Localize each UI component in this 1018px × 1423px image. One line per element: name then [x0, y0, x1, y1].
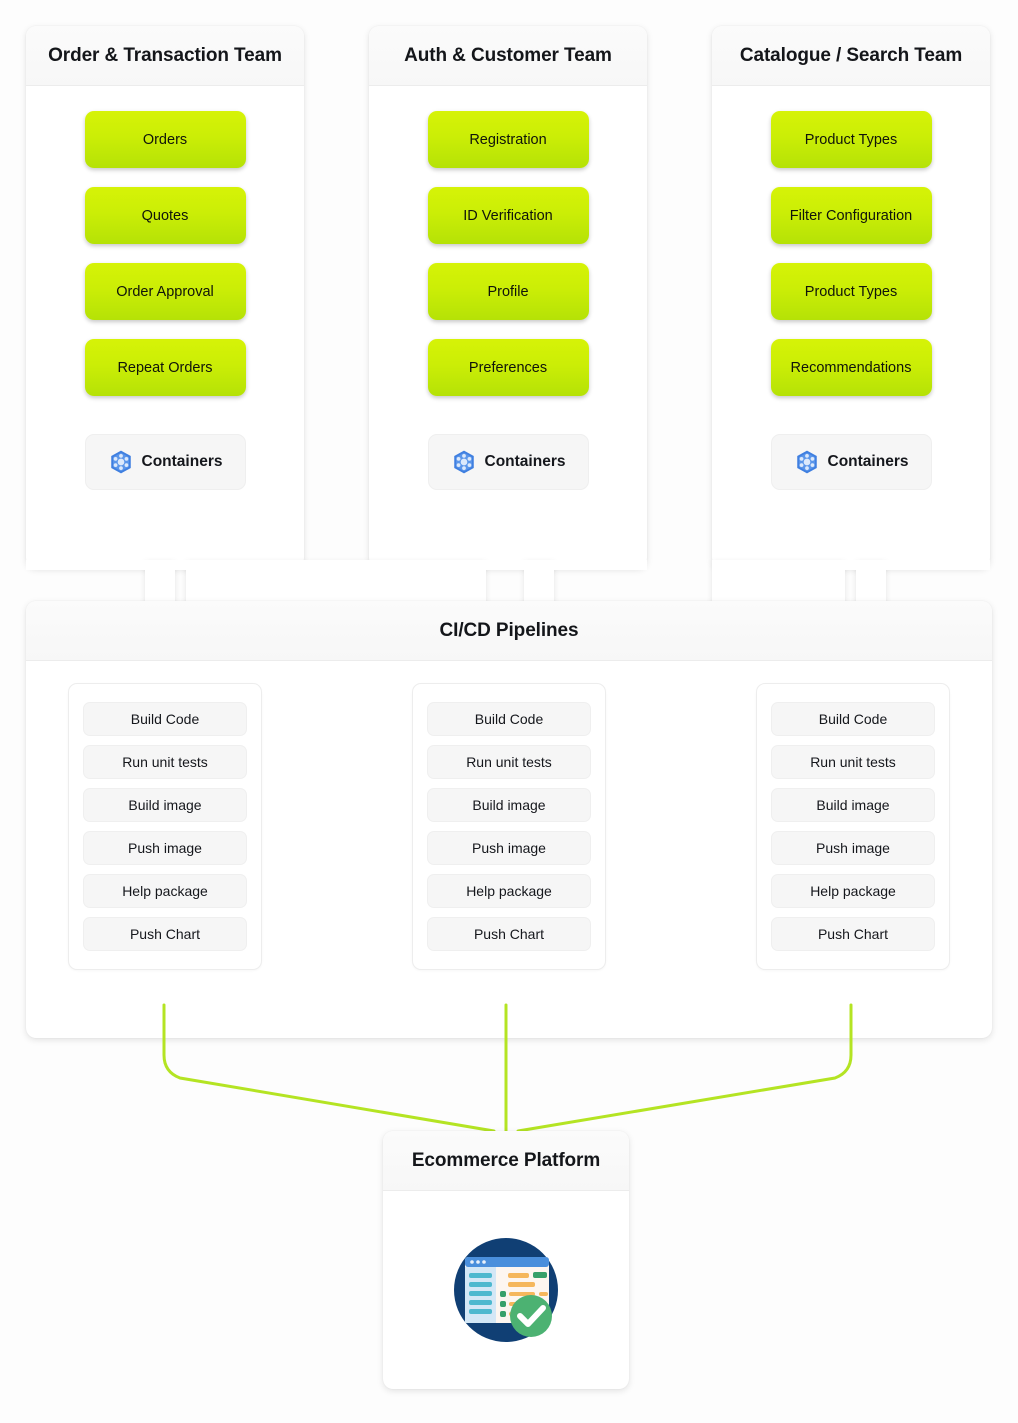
pipeline-step-build-image[interactable]: Build image — [771, 788, 935, 822]
platform-title: Ecommerce Platform — [411, 1149, 601, 1171]
pipeline-step-push-chart[interactable]: Push Chart — [427, 917, 591, 951]
platform-card-body — [383, 1191, 629, 1389]
kubernetes-icon — [794, 449, 820, 475]
team-card-header: Order & Transaction Team — [26, 26, 304, 86]
team-card-order-transaction[interactable]: Order & Transaction Team Orders Quotes O… — [26, 26, 304, 568]
pipeline-step-push-image[interactable]: Push image — [83, 831, 247, 865]
containers-chip[interactable]: Containers — [427, 434, 589, 490]
kubernetes-icon — [108, 449, 134, 475]
service-chip-profile[interactable]: Profile — [427, 263, 589, 320]
service-chip-recommendations[interactable]: Recommendations — [770, 339, 932, 396]
tab-cover-0 — [26, 560, 304, 570]
service-chip-filter-configuration[interactable]: Filter Configuration — [770, 187, 932, 244]
pipeline-step-build-code[interactable]: Build Code — [427, 702, 591, 736]
cicd-card-header: CI/CD Pipelines — [26, 601, 992, 661]
service-chip-registration[interactable]: Registration — [427, 111, 589, 168]
service-chip-product-types-2[interactable]: Product Types — [770, 263, 932, 320]
pipeline-step-run-unit-tests[interactable]: Run unit tests — [427, 745, 591, 779]
team-title: Catalogue / Search Team — [739, 44, 963, 66]
team-card-body: Orders Quotes Order Approval Repeat Orde… — [26, 86, 304, 490]
pipeline-step-help-package[interactable]: Help package — [83, 874, 247, 908]
team-title: Order & Transaction Team — [48, 44, 282, 66]
platform-card-header: Ecommerce Platform — [383, 1131, 629, 1191]
service-list: Orders Quotes Order Approval Repeat Orde… — [26, 86, 304, 490]
cicd-card-body: Build Code Run unit tests Build image Pu… — [26, 661, 992, 970]
pipeline-step-build-code[interactable]: Build Code — [771, 702, 935, 736]
pipeline-step-build-code[interactable]: Build Code — [83, 702, 247, 736]
service-chip-orders[interactable]: Orders — [84, 111, 246, 168]
pipeline-step-help-package[interactable]: Help package — [771, 874, 935, 908]
containers-chip[interactable]: Containers — [84, 434, 246, 490]
pipeline-step-run-unit-tests[interactable]: Run unit tests — [771, 745, 935, 779]
service-list: Product Types Filter Configuration Produ… — [712, 86, 990, 490]
tab-cover-1 — [369, 560, 647, 570]
cicd-title: CI/CD Pipelines — [439, 619, 579, 641]
service-chip-id-verification[interactable]: ID Verification — [427, 187, 589, 244]
service-chip-order-approval[interactable]: Order Approval — [84, 263, 246, 320]
pipeline-column-auth-customer[interactable]: Build Code Run unit tests Build image Pu… — [412, 683, 606, 970]
pipeline-step-run-unit-tests[interactable]: Run unit tests — [83, 745, 247, 779]
tab-cover-2 — [712, 560, 990, 570]
pipeline-step-push-image[interactable]: Push image — [771, 831, 935, 865]
pipeline-step-help-package[interactable]: Help package — [427, 874, 591, 908]
pipeline-column-order-transaction[interactable]: Build Code Run unit tests Build image Pu… — [68, 683, 262, 970]
team-card-catalogue-search[interactable]: Catalogue / Search Team Product Types Fi… — [712, 26, 990, 568]
ecommerce-dashboard-check-icon — [451, 1235, 561, 1345]
team-card-body: Product Types Filter Configuration Produ… — [712, 86, 990, 490]
ecommerce-platform-card[interactable]: Ecommerce Platform — [383, 1131, 629, 1389]
team-card-header: Auth & Customer Team — [369, 26, 647, 86]
containers-chip[interactable]: Containers — [770, 434, 932, 490]
team-title: Auth & Customer Team — [404, 44, 612, 66]
containers-label: Containers — [827, 453, 909, 470]
service-list: Registration ID Verification Profile Pre… — [369, 86, 647, 490]
cicd-pipelines-card[interactable]: CI/CD Pipelines Build Code Run unit test… — [26, 601, 992, 1038]
service-chip-preferences[interactable]: Preferences — [427, 339, 589, 396]
service-chip-product-types-1[interactable]: Product Types — [770, 111, 932, 168]
kubernetes-icon — [451, 449, 477, 475]
pipeline-step-build-image[interactable]: Build image — [83, 788, 247, 822]
pipeline-step-push-image[interactable]: Push image — [427, 831, 591, 865]
service-chip-repeat-orders[interactable]: Repeat Orders — [84, 339, 246, 396]
containers-label: Containers — [141, 453, 223, 470]
team-card-header: Catalogue / Search Team — [712, 26, 990, 86]
pipeline-step-build-image[interactable]: Build image — [427, 788, 591, 822]
team-card-auth-customer[interactable]: Auth & Customer Team Registration ID Ver… — [369, 26, 647, 568]
pipeline-step-push-chart[interactable]: Push Chart — [771, 917, 935, 951]
containers-label: Containers — [484, 453, 566, 470]
service-chip-quotes[interactable]: Quotes — [84, 187, 246, 244]
pipeline-column-catalogue-search[interactable]: Build Code Run unit tests Build image Pu… — [756, 683, 950, 970]
pipeline-step-push-chart[interactable]: Push Chart — [83, 917, 247, 951]
team-card-body: Registration ID Verification Profile Pre… — [369, 86, 647, 490]
